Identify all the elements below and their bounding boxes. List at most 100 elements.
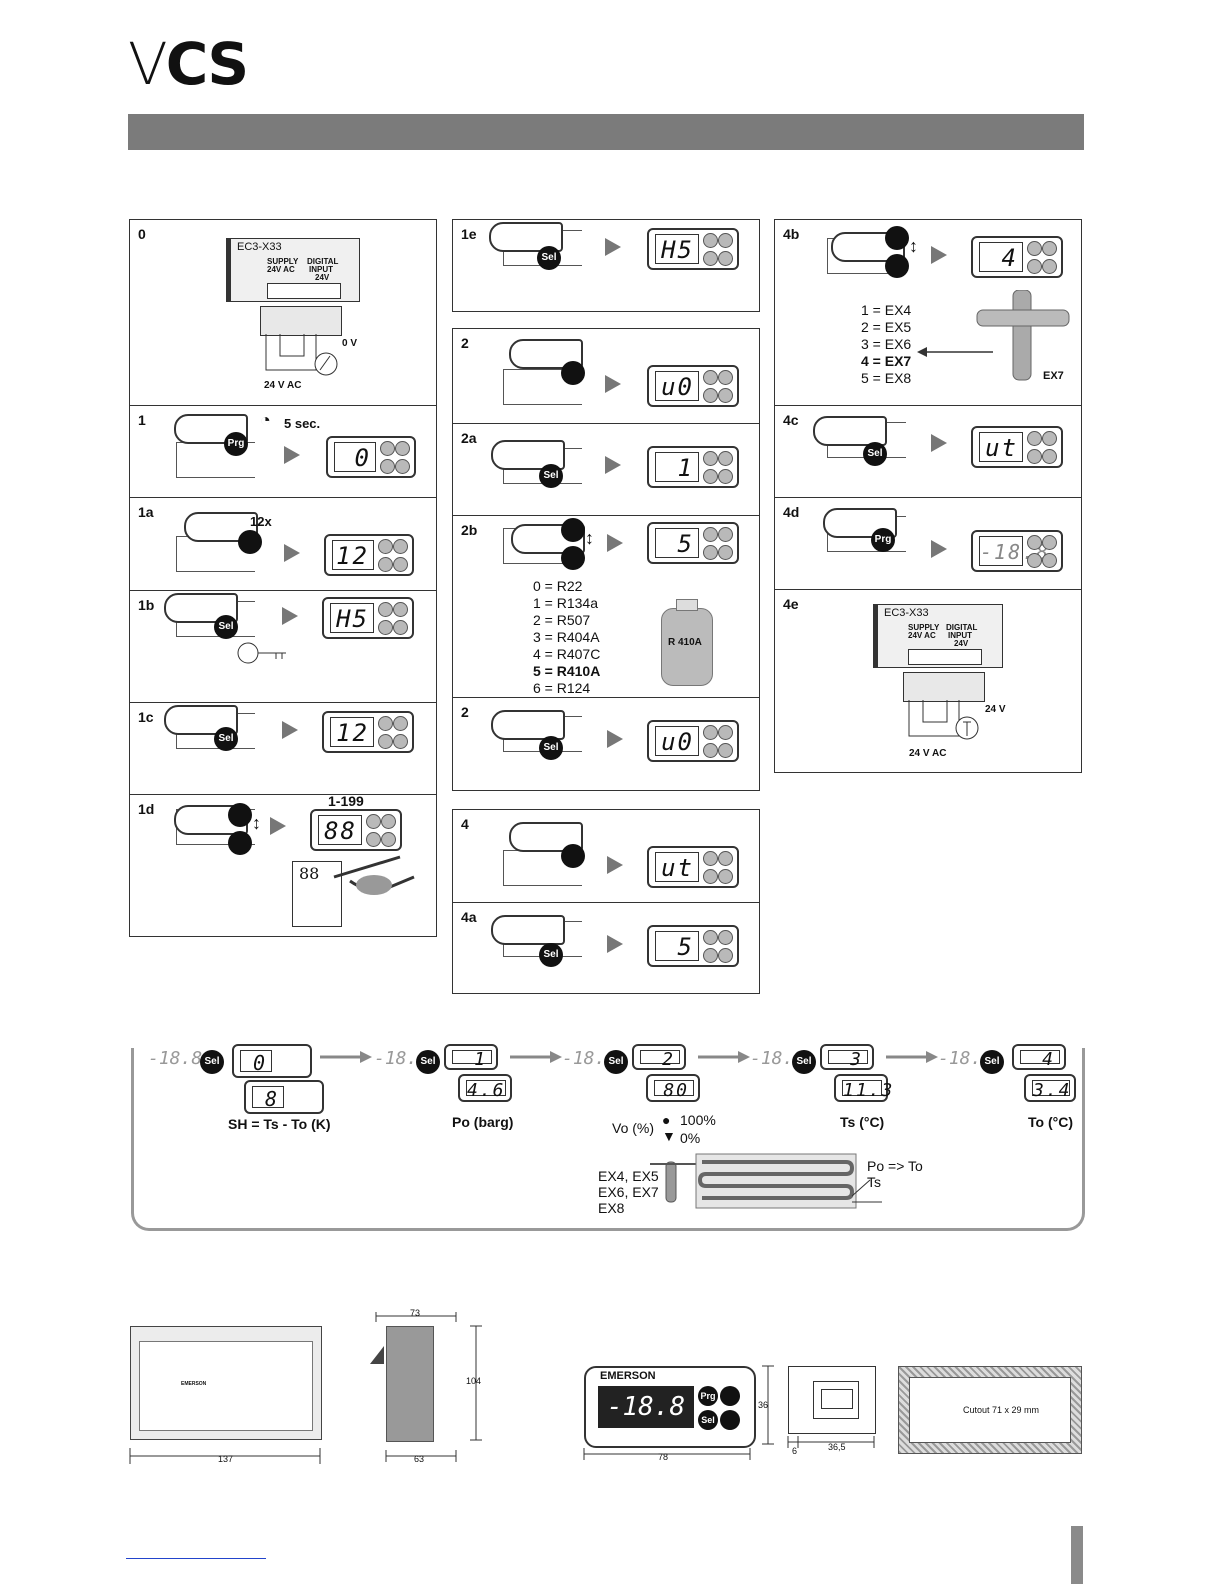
step-label: 4a <box>461 909 477 925</box>
sel-key[interactable]: Sel <box>604 1050 628 1074</box>
lcd-display: -18.8 <box>971 530 1063 572</box>
arrow-icon <box>607 730 623 748</box>
input-voltage: 24V <box>954 639 969 648</box>
down-key[interactable] <box>238 530 262 554</box>
step-4a: 4a Sel 5 <box>453 902 759 995</box>
sel-key[interactable]: Sel <box>537 246 561 270</box>
writing-hand-icon <box>333 855 415 895</box>
valve-label: EX7 <box>1043 370 1064 382</box>
arrow-icon <box>284 544 300 562</box>
sel-key[interactable]: Sel <box>214 727 238 751</box>
lcd-display: ut <box>647 846 739 888</box>
input-voltage: 24V <box>315 273 330 282</box>
sel-key[interactable]: Sel <box>539 943 563 967</box>
value-display: 8 <box>244 1080 324 1114</box>
sel-key[interactable]: Sel <box>539 736 563 760</box>
dim-137: 137 <box>218 1454 234 1464</box>
step-caption: SH = Ts - To (K) <box>228 1116 331 1132</box>
display-screen: -18.8 <box>598 1386 694 1428</box>
logo-v: V <box>128 30 168 98</box>
down-key[interactable] <box>561 546 585 570</box>
step-1b: 1b Sel H5 <box>130 590 436 702</box>
list-item: 3 = R404A <box>533 629 600 645</box>
refrigerant-cylinder: R 410A <box>661 599 713 686</box>
prg-key[interactable]: Prg <box>224 432 248 456</box>
chain-arrow-icon <box>698 1051 750 1063</box>
controller-module: EC3-X33 SUPPLY 24V AC DIGITAL INPUT 24V <box>226 238 360 302</box>
up-down-arrow-icon: ↕ <box>585 528 594 548</box>
down-key[interactable] <box>885 254 909 278</box>
lcd-display: 12 <box>322 711 414 753</box>
sel-key[interactable]: Sel <box>863 442 887 466</box>
supply-label: SUPPLY <box>267 257 299 266</box>
lcd-display: H5 <box>322 597 414 639</box>
footer-link-line[interactable] <box>126 1558 266 1559</box>
valve-open-icon: ● <box>662 1112 671 1128</box>
down-key[interactable] <box>561 844 585 868</box>
arrow-icon <box>605 375 621 393</box>
hand-icon <box>491 915 565 945</box>
sel-key[interactable]: Sel <box>792 1050 816 1074</box>
lcd-display: u0 <box>647 720 739 762</box>
step-2a: 2a Sel 1 <box>453 423 759 515</box>
side-view-drawing <box>386 1326 434 1442</box>
lcd-display: 5 <box>647 925 739 967</box>
up-key[interactable] <box>561 518 585 542</box>
step-label: 2 <box>461 704 469 720</box>
step-1e: 1e Sel H5 <box>453 220 759 313</box>
sel-key[interactable]: Sel <box>539 464 563 488</box>
value-display: 11.3 <box>834 1074 892 1102</box>
up-key[interactable] <box>720 1386 740 1406</box>
page-edge-tab <box>1071 1526 1083 1584</box>
list-item: 2 = R507 <box>533 612 591 628</box>
refrigerant-list: 0 = R22 1 = R134a 2 = R507 3 = R404A 4 =… <box>533 578 600 697</box>
step-1: 1 Prg ◔ 5 sec. 0 <box>130 405 436 497</box>
list-item: 5 = EX8 <box>861 370 912 386</box>
prg-key[interactable]: Prg <box>698 1386 718 1406</box>
list-item: 1 = R134a <box>533 595 598 611</box>
column-2-panel-c: 4 ut 4a Sel 5 <box>452 809 760 994</box>
step-4b: 4b ↕ 4 1 = EX4 2 = EX5 3 = EX6 4 = EX7 5… <box>775 220 1081 405</box>
sel-key[interactable]: Sel <box>214 615 238 639</box>
evaporator-diagram <box>650 1153 882 1209</box>
step-label: 4b <box>783 226 800 242</box>
list-item: 3 = EX6 <box>861 336 912 352</box>
down-key[interactable] <box>720 1410 740 1430</box>
step-4: 4 ut <box>453 810 759 902</box>
arrow-icon <box>607 935 623 953</box>
hand-icon <box>813 416 887 446</box>
controller-module: EC3-X33 SUPPLY 24V AC DIGITAL INPUT 24V <box>873 604 1003 668</box>
sel-key[interactable]: Sel <box>980 1050 1004 1074</box>
arrow-icon <box>931 434 947 452</box>
sel-key[interactable]: Sel <box>416 1050 440 1074</box>
step-2: 2 u0 <box>453 329 759 423</box>
valve-list: EX4, EX5 EX6, EX7 EX8 <box>598 1168 659 1216</box>
pointer-arrow-icon <box>917 347 993 357</box>
terminal-block <box>260 306 342 336</box>
supply-voltage: 24V AC <box>267 265 295 274</box>
up-key[interactable] <box>885 226 909 250</box>
lcd-display: 12 <box>324 534 414 576</box>
step-label: 1e <box>461 226 477 242</box>
display-side-dimensions <box>787 1436 875 1448</box>
zero-volt-label: 0 V <box>342 338 358 349</box>
step-label: 4e <box>783 596 799 612</box>
prg-key[interactable]: Prg <box>871 528 895 552</box>
sel-key[interactable]: Sel <box>200 1050 224 1074</box>
param-display: 4 <box>1012 1044 1066 1070</box>
key-icon <box>237 642 286 664</box>
arrow-icon <box>605 456 621 474</box>
ac-label: 24 V AC <box>264 380 302 391</box>
step-1a: 1a 12x 12 <box>130 497 436 590</box>
up-key[interactable] <box>228 803 252 827</box>
dim-78: 78 <box>658 1452 669 1462</box>
sel-key[interactable]: Sel <box>698 1410 718 1430</box>
down-key[interactable] <box>561 361 585 385</box>
step-label: 4d <box>783 504 800 520</box>
step-1d: 1d ↕ 1-199 88 88 <box>130 793 436 938</box>
step-caption: Ts (°C) <box>840 1114 885 1130</box>
width-dimension <box>129 1448 321 1464</box>
step-label: 1a <box>138 504 154 520</box>
device-name: EC3-X33 <box>884 607 929 619</box>
down-key[interactable] <box>228 831 252 855</box>
